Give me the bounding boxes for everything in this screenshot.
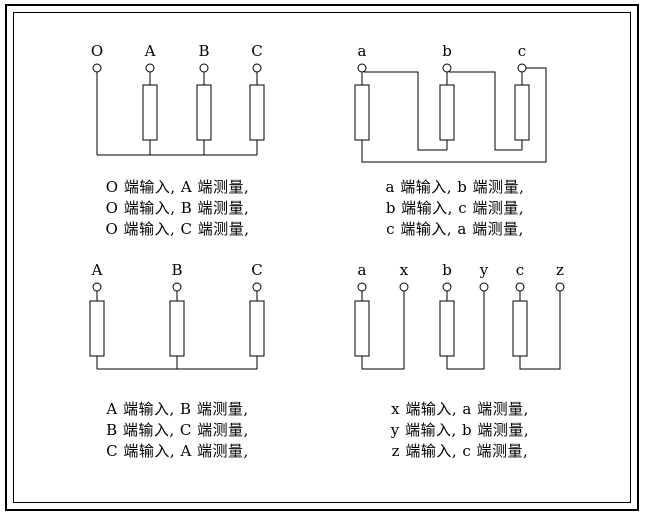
- outer-border: [5, 4, 639, 511]
- terminal-circle: [92, 63, 102, 73]
- caption-star: A 端输入, B 端测量, B 端输入, C 端测量, C 端输入, A 端测量…: [30, 399, 325, 462]
- caption-line: C 端输入, A 端测量,: [106, 442, 249, 460]
- caption-line: a 端输入, b 端测量,: [385, 178, 525, 196]
- terminal-label-b-delta: b: [442, 42, 452, 60]
- terminal-label-x-lv: x: [399, 261, 409, 279]
- terminal-label-c-hv: C: [251, 42, 263, 60]
- winding-rect: [249, 300, 265, 357]
- terminal-label-a-lv: a: [357, 261, 367, 279]
- inner-border: [13, 12, 631, 503]
- terminal-circle: [442, 282, 452, 292]
- terminal-label-c-delta: c: [517, 42, 527, 60]
- terminal-label-a-star: A: [91, 261, 103, 279]
- terminal-label-o-neutral: O: [90, 42, 104, 60]
- winding-rect: [512, 300, 528, 357]
- caption-delta: a 端输入, b 端测量, b 端输入, c 端测量, c 端输入, a 端测量…: [330, 177, 580, 240]
- terminal-label-z-lv: z: [556, 261, 564, 279]
- terminal-circle: [357, 63, 367, 73]
- caption-line: A 端输入, B 端测量,: [106, 400, 249, 418]
- terminal-circle: [515, 282, 525, 292]
- winding-rect: [89, 300, 105, 357]
- caption-open-windings: x 端输入, a 端测量, y 端输入, b 端测量, z 端输入, c 端测量…: [335, 399, 585, 462]
- caption-line: O 端输入, A 端测量,: [105, 178, 250, 196]
- caption-line: O 端输入, B 端测量,: [105, 199, 250, 217]
- wires: [96, 291, 258, 370]
- winding-rect: [196, 84, 212, 141]
- terminal-label-b-lv: b: [442, 261, 452, 279]
- wires: [361, 291, 561, 370]
- winding-rect: [514, 84, 530, 141]
- diagram-open-windings: [354, 282, 565, 370]
- caption-line: b 端输入, c 端测量,: [385, 199, 525, 217]
- terminal-circle: [92, 282, 102, 292]
- terminal-label-c-star: C: [251, 261, 263, 279]
- terminal-circle: [555, 282, 565, 292]
- terminal-circle: [479, 282, 489, 292]
- terminal-circle: [252, 63, 262, 73]
- winding-rect: [439, 300, 455, 357]
- winding-rect: [354, 84, 370, 141]
- terminal-circle: [357, 282, 367, 292]
- terminal-circle: [199, 63, 209, 73]
- caption-line: y 端输入, b 端测量,: [390, 421, 530, 439]
- wires: [361, 67, 547, 163]
- terminal-label-a-hv: A: [144, 42, 156, 60]
- wires: [96, 72, 258, 156]
- diagram-delta: [354, 63, 547, 163]
- winding-rect: [439, 84, 455, 141]
- winding-rect: [169, 300, 185, 357]
- winding-rect: [354, 300, 370, 357]
- terminal-label-a-delta: a: [357, 42, 367, 60]
- caption-line: x 端输入, a 端测量,: [391, 400, 529, 418]
- diagram-star-with-neutral: [92, 63, 265, 156]
- terminal-circle: [172, 282, 182, 292]
- winding-rect: [249, 84, 265, 141]
- caption-line: O 端输入, C 端测量,: [105, 220, 250, 238]
- diagram-star: [89, 282, 265, 370]
- winding-rect: [142, 84, 158, 141]
- terminal-circle: [252, 282, 262, 292]
- terminal-label-b-hv: B: [198, 42, 210, 60]
- terminal-circle: [399, 282, 409, 292]
- terminal-label-y-lv: y: [479, 261, 489, 279]
- caption-line: z 端输入, c 端测量,: [391, 442, 529, 460]
- caption-line: B 端输入, C 端测量,: [106, 421, 249, 439]
- caption-star-with-neutral: O 端输入, A 端测量, O 端输入, B 端测量, O 端输入, C 端测量…: [30, 177, 325, 240]
- caption-line: c 端输入, a 端测量,: [386, 220, 524, 238]
- terminal-circle: [145, 63, 155, 73]
- terminal-label-b-star: B: [171, 261, 183, 279]
- terminal-circle: [442, 63, 452, 73]
- terminal-circle: [517, 63, 527, 73]
- terminal-label-c-lv: c: [515, 261, 525, 279]
